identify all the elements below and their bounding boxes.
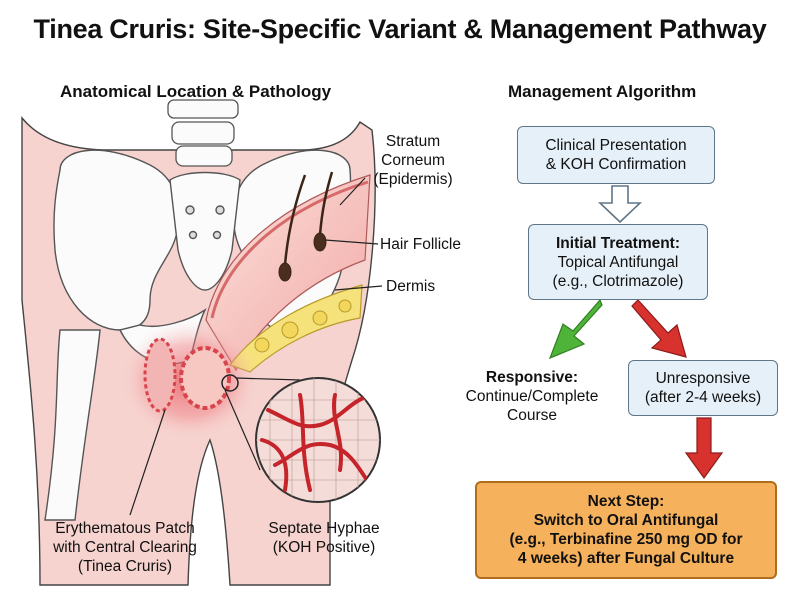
hair-follicles xyxy=(278,171,334,282)
leader-lines xyxy=(129,177,383,516)
hyphae-magnified xyxy=(255,377,381,503)
stratum-corneum-label: Stratum Corneum (Epidermis) xyxy=(373,133,453,188)
arrow-down-red xyxy=(684,417,724,480)
responsive-label: Responsive: Continue/Complete Course xyxy=(465,369,599,424)
clinical-presentation-box: Clinical Presentation & KOH Confirmation xyxy=(517,126,715,184)
unresponsive-box: Unresponsive (after 2-4 weeks) xyxy=(628,360,778,416)
arrow-down-hollow xyxy=(597,185,643,224)
anatomy-section-title: Anatomical Location & Pathology xyxy=(60,82,332,101)
spine xyxy=(167,99,239,167)
magnifier-origin xyxy=(221,374,239,392)
algorithm-section-title: Management Algorithm xyxy=(508,82,697,101)
dermis-label: Dermis xyxy=(386,278,436,295)
hair-follicle-label: Hair Follicle xyxy=(380,236,461,253)
arrow-unresponsive xyxy=(631,299,687,358)
inflamed-patch xyxy=(120,320,260,440)
page-title: Tinea Cruris: Site-Specific Variant & Ma… xyxy=(33,14,767,44)
initial-treatment-box: Initial Treatment: Topical Antifungal (e… xyxy=(528,224,708,300)
septate-hyphae-label: Septate Hyphae (KOH Positive) xyxy=(268,520,380,556)
next-step-box: Next Step: Switch to Oral Antifungal (e.… xyxy=(475,481,777,579)
erythematous-patch-label: Erythematous Patch with Central Clearing… xyxy=(53,520,197,575)
arrow-responsive xyxy=(548,298,603,360)
